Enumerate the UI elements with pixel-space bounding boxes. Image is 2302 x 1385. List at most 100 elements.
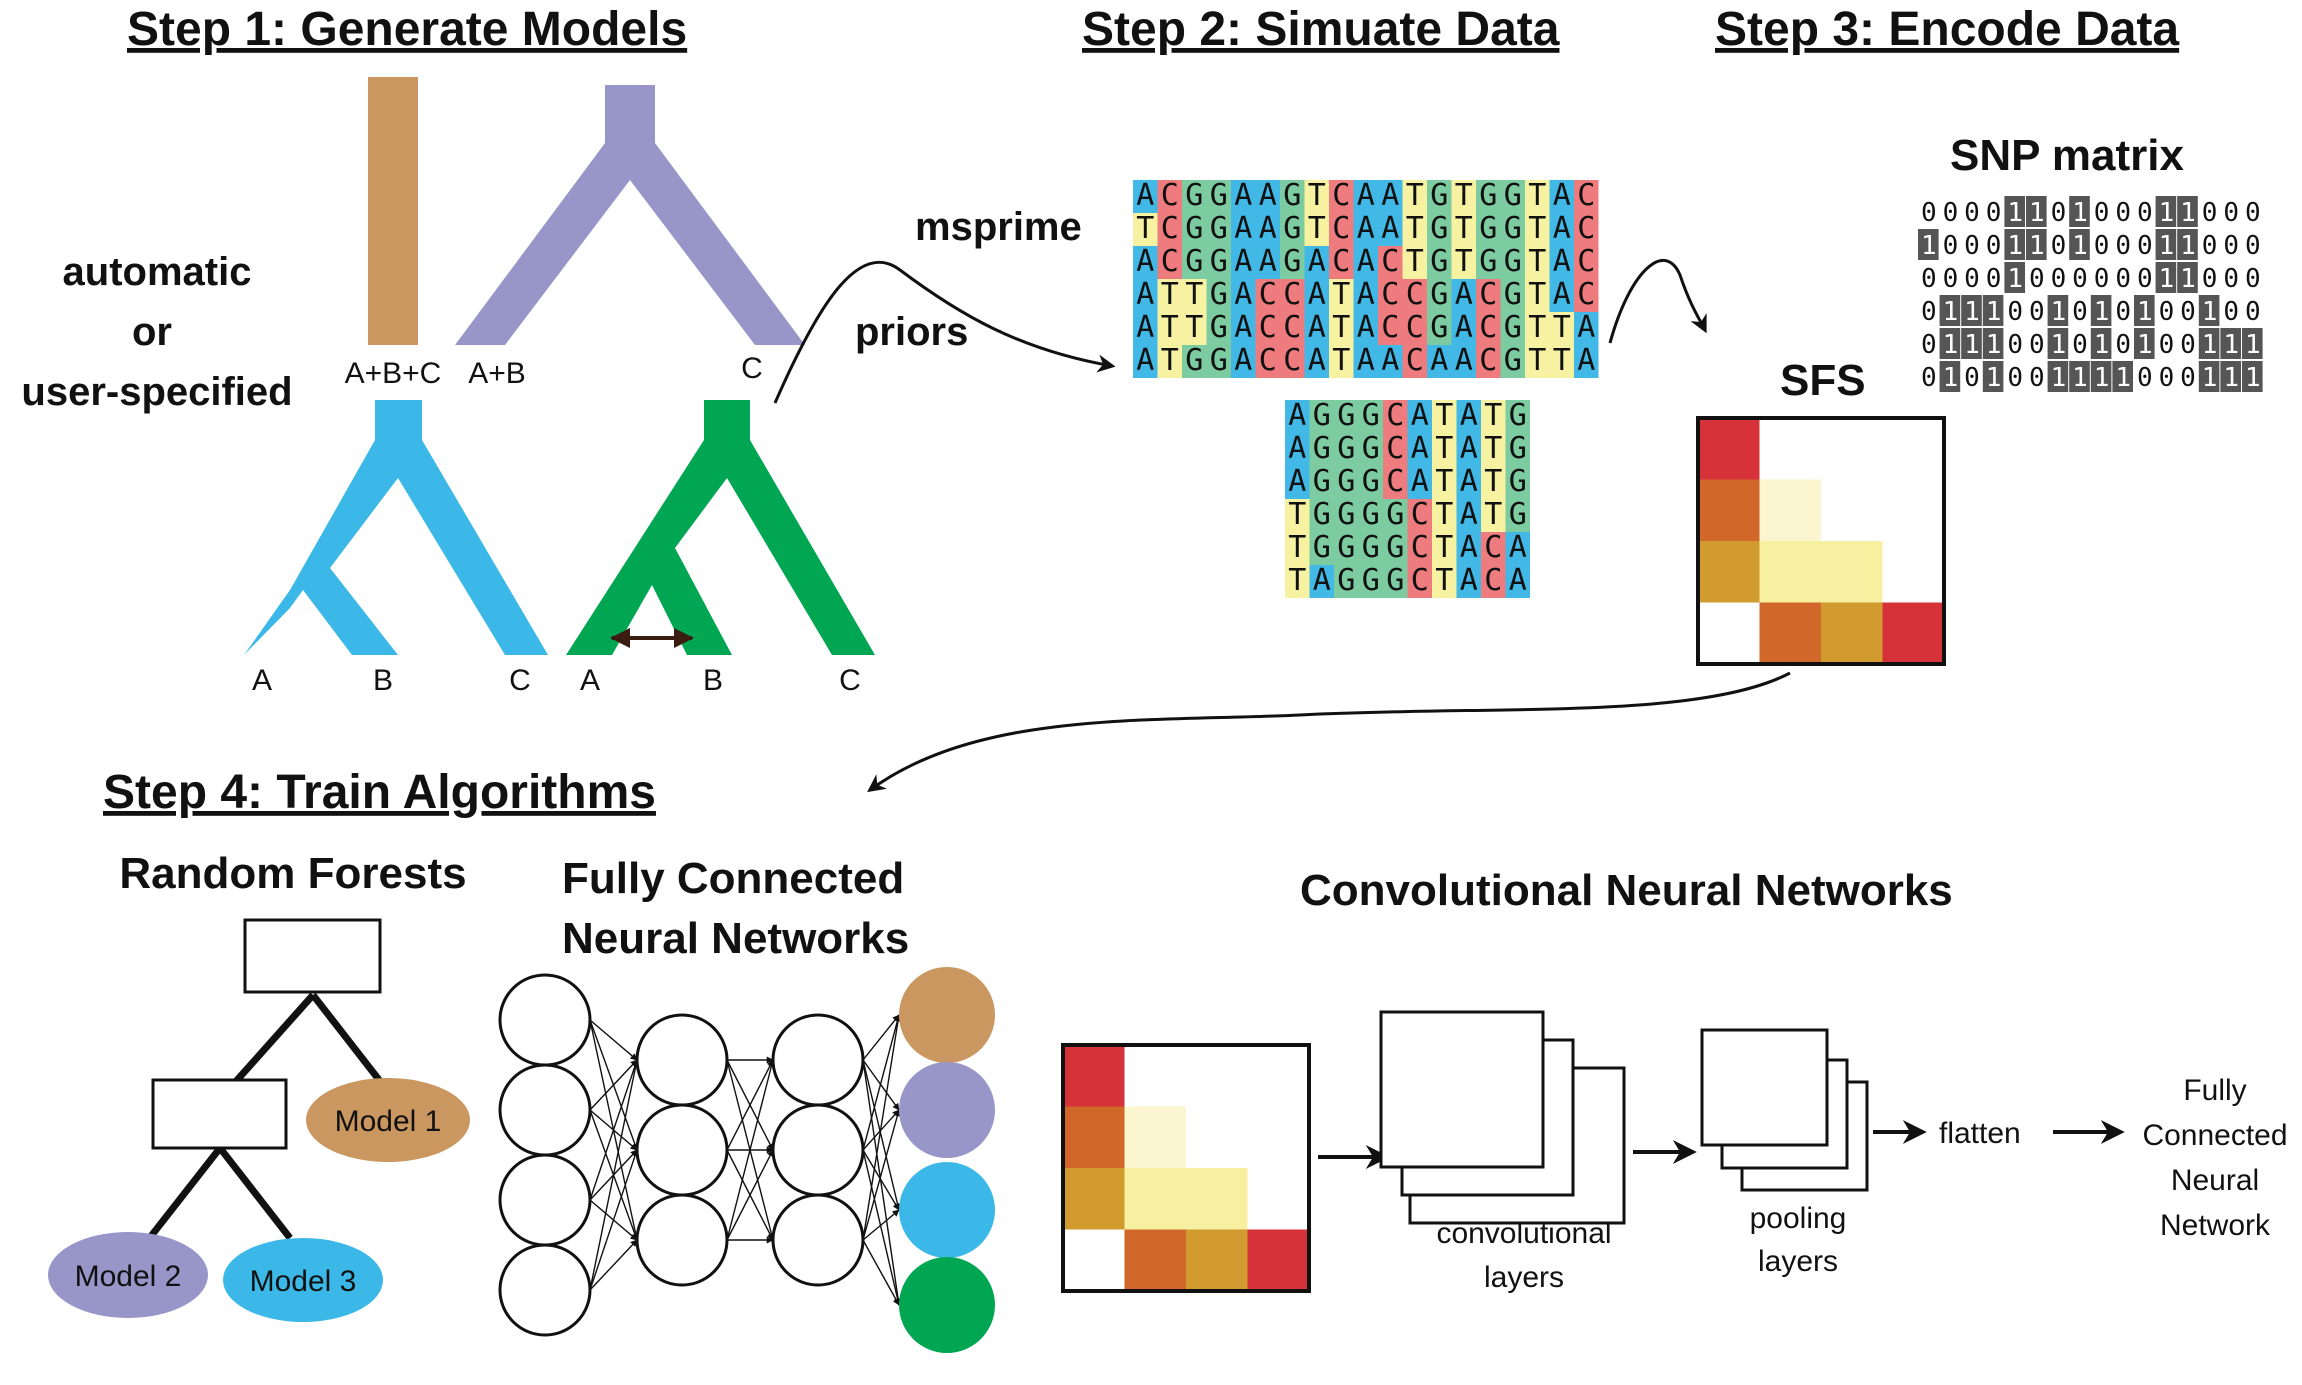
base-cell	[1329, 213, 1354, 246]
automatic-label: automatic	[63, 250, 252, 294]
base-cell	[1407, 400, 1432, 433]
cnn-input-sfs	[1061, 1043, 1311, 1293]
nn-connection	[862, 1239, 900, 1306]
base-cell	[1427, 213, 1452, 246]
snp-value: 1	[1921, 231, 1937, 261]
snp-one-cell	[2069, 361, 2090, 392]
base-letter: G	[1430, 310, 1448, 345]
base-cell	[1500, 279, 1525, 312]
snp-value: 0	[2202, 231, 2218, 261]
base-cell	[1481, 466, 1506, 499]
base-letter: T	[1332, 310, 1350, 345]
base-letter: A	[1455, 310, 1473, 345]
snp-one-cell	[2069, 196, 2090, 227]
snp-value: 0	[2180, 330, 2196, 360]
base-cell	[1157, 312, 1182, 345]
snp-one-cell	[2177, 229, 2198, 260]
base-cell	[1309, 565, 1334, 598]
base-letter: C	[1411, 563, 1429, 598]
base-cell	[1432, 400, 1457, 433]
snp-value: 0	[1986, 231, 2002, 261]
base-letter: G	[1386, 530, 1404, 565]
base-letter: A	[1136, 343, 1154, 378]
base-cell	[1353, 345, 1378, 378]
base-letter: G	[1210, 178, 1228, 213]
base-cell	[1353, 279, 1378, 312]
base-cell	[1309, 499, 1334, 532]
base-cell	[1231, 246, 1256, 279]
snp-value: 0	[2051, 231, 2067, 261]
snp-one-cell	[1982, 328, 2004, 359]
sfs-cell	[1698, 418, 1760, 480]
base-cell	[1133, 279, 1158, 312]
base-letter: T	[1484, 497, 1502, 532]
base-cell	[1133, 345, 1158, 378]
flatten-label: flatten	[1939, 1117, 2021, 1150]
rf-edge-root-left	[227, 992, 316, 1091]
base-cell	[1358, 565, 1383, 598]
nn-node	[498, 1063, 592, 1157]
base-letter: T	[1553, 343, 1571, 378]
base-letter: T	[1528, 343, 1546, 378]
base-cell	[1304, 279, 1329, 312]
base-letter: A	[1553, 211, 1571, 246]
snp-value: 1	[1964, 297, 1980, 327]
base-cell	[1456, 499, 1481, 532]
base-cell	[1456, 433, 1481, 466]
sfs-cell	[1759, 602, 1821, 664]
base-letter: T	[1455, 244, 1473, 279]
snp-value: 0	[2029, 297, 2045, 327]
snp-value: 1	[2029, 198, 2045, 228]
base-letter: T	[1528, 178, 1546, 213]
base-cell	[1157, 345, 1182, 378]
nn-node	[771, 1013, 865, 1107]
snp-value: 1	[2137, 330, 2153, 360]
model1-leaf-label: A+B+C	[345, 357, 442, 390]
nn-node	[635, 1193, 729, 1287]
base-letter: C	[1332, 178, 1350, 213]
snp-value: 0	[1921, 198, 1937, 228]
base-cell	[1280, 312, 1305, 345]
base-letter: A	[1234, 343, 1252, 378]
model2-leaf-c: C	[741, 352, 763, 385]
sfs-cell	[1124, 1168, 1186, 1230]
sfs-cell	[1124, 1229, 1186, 1291]
rf-model1-label: Model 1	[335, 1105, 442, 1138]
base-letter: A	[1460, 398, 1478, 433]
base-cell	[1432, 499, 1457, 532]
base-letter: A	[1357, 310, 1375, 345]
base-cell	[1334, 433, 1359, 466]
fcnn-title-line1: Fully Connected	[562, 854, 904, 903]
snp-value: 1	[2072, 363, 2088, 393]
model1-tree: A+B+C	[345, 77, 442, 390]
base-cell	[1383, 532, 1408, 565]
base-cell	[1451, 279, 1476, 312]
snp-one-cell	[1961, 295, 1982, 326]
base-letter: G	[1283, 211, 1301, 246]
snp-one-cell	[2198, 328, 2220, 359]
base-cell	[1285, 532, 1310, 565]
snp-one-cell	[1982, 361, 2004, 392]
base-letter: T	[1136, 211, 1154, 246]
model4-tree: A B C	[566, 400, 875, 697]
base-cell	[1353, 213, 1378, 246]
nn-connection	[862, 1014, 902, 1241]
snp-one-cell	[1939, 361, 1961, 392]
base-cell	[1456, 532, 1481, 565]
base-letter: C	[1332, 211, 1350, 246]
base-cell	[1574, 246, 1599, 279]
snp-value: 1	[2245, 363, 2261, 393]
snp-value: 1	[2094, 363, 2110, 393]
base-letter: C	[1577, 277, 1595, 312]
base-letter: G	[1185, 178, 1203, 213]
snp-value: 0	[2094, 198, 2110, 228]
nn-output-node	[899, 967, 995, 1063]
base-letter: T	[1455, 178, 1473, 213]
step4-title: Step 4: Train Algorithms	[103, 766, 656, 819]
base-letter: A	[1411, 464, 1429, 499]
snp-value: 0	[2007, 363, 2023, 393]
base-letter: C	[1381, 277, 1399, 312]
snp-one-cell	[1939, 295, 1961, 326]
base-cell	[1574, 345, 1599, 378]
